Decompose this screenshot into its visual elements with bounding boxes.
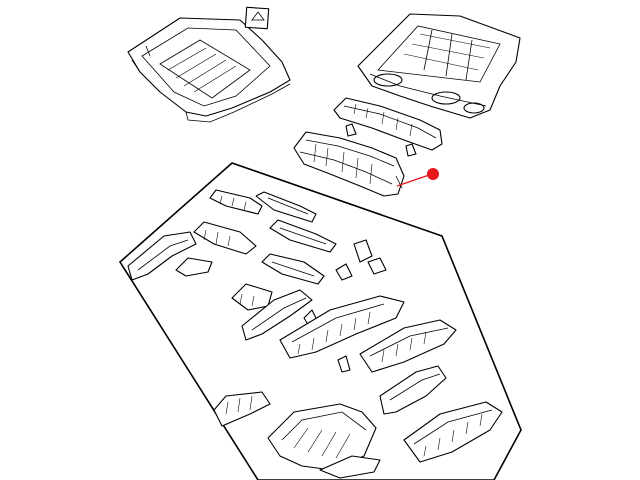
part-small-clip-l[interactable] bbox=[337, 355, 351, 373]
part-small-clip-i[interactable] bbox=[367, 257, 387, 275]
front-floor-pan-assembly[interactable] bbox=[127, 6, 291, 123]
part-tunnel-right[interactable] bbox=[241, 289, 313, 341]
part-small-clip-e[interactable] bbox=[353, 239, 373, 263]
callout-pointer bbox=[396, 168, 439, 187]
part-panel-c[interactable] bbox=[193, 221, 257, 255]
callout-leader-line bbox=[396, 173, 433, 187]
part-bracket-g[interactable] bbox=[261, 253, 325, 285]
part-bracket-bottom[interactable] bbox=[319, 455, 381, 479]
highlighted-rear-crossmember[interactable] bbox=[293, 131, 405, 197]
part-small-clip-f[interactable] bbox=[175, 257, 213, 277]
callout-marker-dot[interactable] bbox=[427, 168, 439, 180]
part-floor-panel-lower-center[interactable] bbox=[267, 403, 377, 471]
part-floor-reinforcement-right[interactable] bbox=[359, 319, 457, 373]
part-rail-d[interactable] bbox=[269, 219, 337, 253]
part-rear-rail-right[interactable] bbox=[379, 365, 447, 415]
part-bracket-b[interactable] bbox=[255, 191, 317, 223]
part-bracket-a[interactable] bbox=[209, 189, 263, 215]
rear-floor-pan-assembly[interactable] bbox=[357, 13, 521, 119]
part-small-clip-h[interactable] bbox=[335, 263, 353, 281]
parts-group-boundary bbox=[118, 162, 522, 480]
part-tunnel-left[interactable] bbox=[127, 231, 197, 281]
part-bracket-j[interactable] bbox=[231, 283, 273, 311]
part-floor-panel-lower-right[interactable] bbox=[403, 401, 503, 463]
rear-crossmember-upper[interactable] bbox=[333, 97, 443, 157]
part-floor-reinforcement-center[interactable] bbox=[279, 295, 405, 359]
part-sill-bracket-left[interactable] bbox=[213, 391, 271, 427]
